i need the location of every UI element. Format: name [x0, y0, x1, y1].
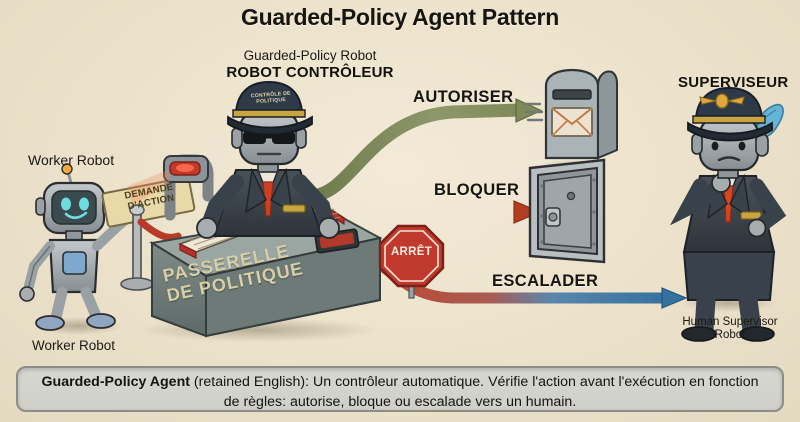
center-subtitle-en: Guarded-Policy Robot [243, 48, 377, 63]
human-supervisor-label: Human Supervisor Robot [655, 316, 800, 342]
arrow-label-block: BLOQUER [434, 181, 520, 199]
cap-wing-emblem [699, 93, 745, 109]
arrow-block [357, 200, 542, 224]
stop-sign [378, 224, 445, 299]
caption-bold: Guarded-Policy Agent [41, 374, 190, 390]
closed-door-icon [528, 158, 606, 264]
scanner-device [128, 154, 214, 221]
caption-rest: (retained English): Un contrôleur automa… [189, 374, 759, 410]
mailbox-icon [522, 68, 619, 172]
human-supervisor-label-line1: Human Supervisor [682, 316, 778, 328]
stanchion-post [120, 204, 182, 291]
arrow-label-authorize: AUTORISER [413, 88, 514, 106]
stop-sign-text: ARRÊT [390, 246, 433, 258]
controller-robot-figure [196, 80, 340, 239]
caption-box: Guarded-Policy Agent (retained English):… [16, 366, 784, 412]
worker-robot-label-top: Worker Robot [28, 152, 115, 168]
worker-robot-figure [19, 163, 145, 335]
arrow-label-escalate: ESCALADER [492, 272, 599, 290]
center-subtitle-fr: ROBOT CONTRÔLEUR [226, 64, 394, 81]
caption-text: Guarded-Policy Agent (retained English):… [32, 372, 768, 412]
supervisor-label: SUPERVISEUR [678, 74, 789, 91]
worker-robot-label-bottom: Worker Robot [32, 338, 116, 353]
page-title: Guarded-Policy Agent Pattern [241, 4, 559, 30]
supervisor-robot-figure [669, 86, 787, 342]
human-supervisor-label-line2: Robot [714, 329, 746, 341]
